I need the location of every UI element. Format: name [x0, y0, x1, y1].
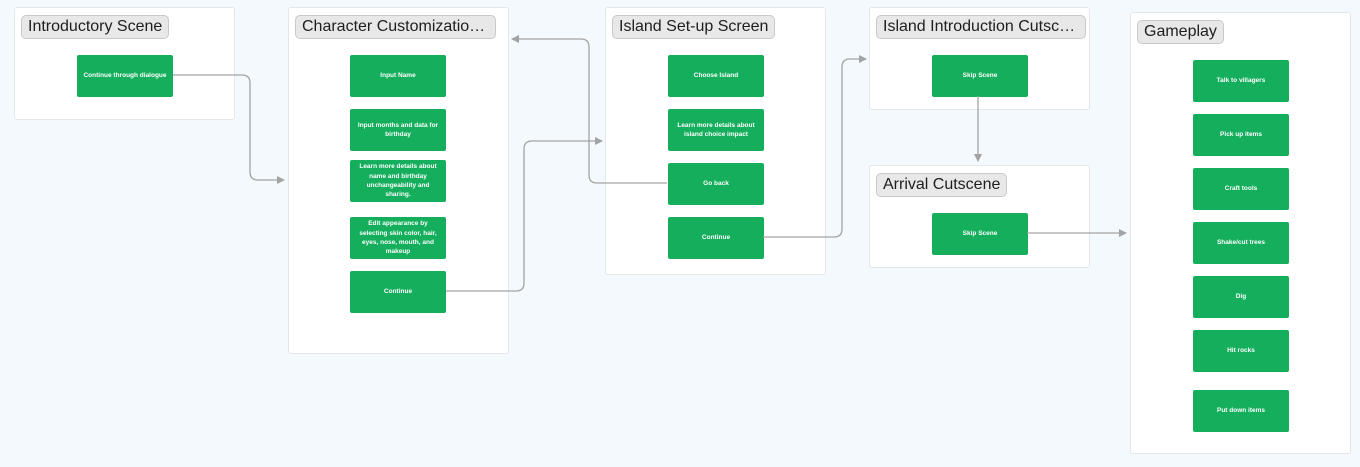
section-character-customization: Character Customization S... Input Name … — [288, 7, 509, 354]
step-choose-island[interactable]: Choose Island — [668, 55, 764, 97]
section-introductory-scene: Introductory Scene Continue through dial… — [14, 7, 235, 120]
step-continue-through-dialogue[interactable]: Continue through dialogue — [77, 55, 173, 97]
step-hit-rocks[interactable]: Hit rocks — [1193, 330, 1289, 372]
section-title: Island Set-up Screen — [612, 15, 776, 39]
section-title: Gameplay — [1137, 20, 1224, 44]
section-title: Introductory Scene — [21, 15, 170, 39]
step-shake-cut-trees[interactable]: Shake/cut trees — [1193, 222, 1289, 264]
step-go-back[interactable]: Go back — [668, 163, 764, 205]
step-put-down-items[interactable]: Put down items — [1193, 390, 1289, 432]
step-skip-scene-intro[interactable]: Skip Scene — [932, 55, 1028, 97]
step-learn-name-birthday[interactable]: Learn more details about name and birthd… — [350, 160, 446, 202]
step-island-continue[interactable]: Continue — [668, 217, 764, 259]
section-title: Character Customization S... — [295, 15, 496, 39]
step-edit-appearance[interactable]: Edit appearance by selecting skin color,… — [350, 217, 446, 259]
step-pick-up-items[interactable]: Pick up items — [1193, 114, 1289, 156]
step-craft-tools[interactable]: Craft tools — [1193, 168, 1289, 210]
step-input-name[interactable]: Input Name — [350, 55, 446, 97]
step-dig[interactable]: Dig — [1193, 276, 1289, 318]
step-skip-scene-arrival[interactable]: Skip Scene — [932, 213, 1028, 255]
section-title: Island Introduction Cutscene — [876, 15, 1086, 39]
step-input-birthday[interactable]: Input months and data for birthday — [350, 109, 446, 151]
section-gameplay: Gameplay Talk to villagers Pick up items… — [1130, 12, 1351, 454]
section-arrival-cutscene: Arrival Cutscene Skip Scene — [869, 165, 1090, 268]
step-talk-to-villagers[interactable]: Talk to villagers — [1193, 60, 1289, 102]
section-title: Arrival Cutscene — [876, 173, 1008, 197]
step-character-continue[interactable]: Continue — [350, 271, 446, 313]
section-island-introduction: Island Introduction Cutscene Skip Scene — [869, 7, 1090, 110]
step-learn-island-impact[interactable]: Learn more details about island choice i… — [668, 109, 764, 151]
section-island-setup: Island Set-up Screen Choose Island Learn… — [605, 7, 826, 275]
